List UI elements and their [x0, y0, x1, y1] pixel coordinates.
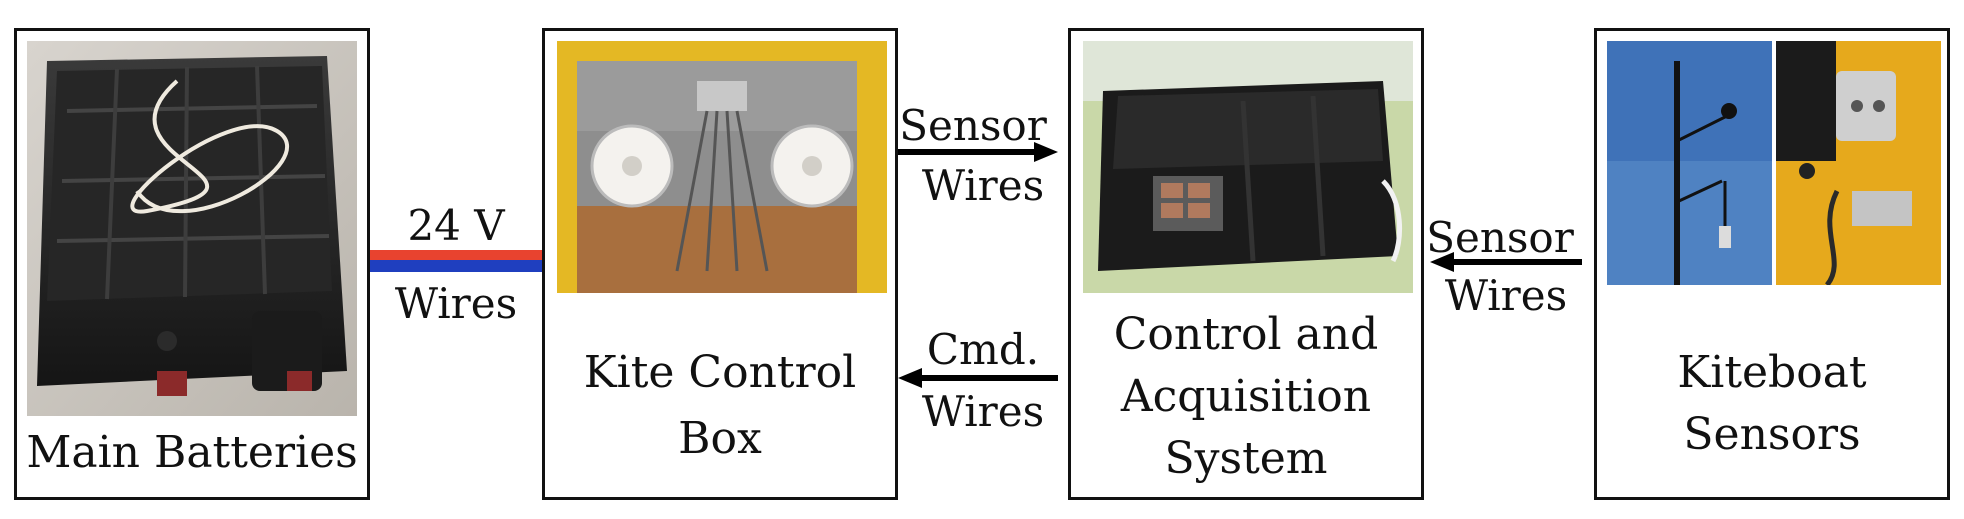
kite-control-box-label-line1: Kite Control	[583, 347, 857, 398]
left-arrow	[1430, 252, 1582, 272]
kite-control-box-photo	[557, 41, 887, 293]
kite-control-box-block: Kite Control Box	[542, 28, 898, 500]
main-batteries-label: Main Batteries	[26, 427, 358, 478]
kite-control-box-label-line2: Box	[678, 413, 762, 464]
sensor-wire-label-bottom: Wires	[921, 161, 1045, 210]
power-wire-top-label: 24 V	[407, 201, 505, 250]
control-acquisition-label-line1: Control and	[1113, 309, 1379, 360]
control-acquisition-label-line3: System	[1164, 433, 1328, 484]
right-arrow	[898, 142, 1058, 162]
command-wire-label-top: Cmd.	[926, 325, 1040, 374]
sensor-wire-label-top: Sensor	[899, 101, 1047, 150]
sensor-mast-photo	[1607, 41, 1941, 285]
control-case-photo	[1083, 41, 1413, 293]
left-arrow	[898, 368, 1058, 388]
main-batteries-block: Main Batteries	[14, 28, 370, 500]
battery-case-photo	[27, 41, 357, 416]
boat-sensor-wire-label-bottom: Wires	[1444, 271, 1568, 320]
kiteboat-sensors-label-line1: Kiteboat	[1677, 347, 1867, 398]
command-wire-label-bottom: Wires	[921, 387, 1045, 436]
kiteboat-sensors-block: Kiteboat Sensors	[1594, 28, 1950, 500]
power-wire-positive	[370, 250, 542, 260]
control-acquisition-label-line2: Acquisition	[1120, 371, 1372, 422]
power-wire-negative	[370, 260, 542, 272]
kiteboat-sensors-label-line2: Sensors	[1683, 409, 1861, 460]
control-acquisition-block: Control and Acquisition System	[1068, 28, 1424, 500]
power-wire-bottom-label: Wires	[394, 279, 518, 328]
